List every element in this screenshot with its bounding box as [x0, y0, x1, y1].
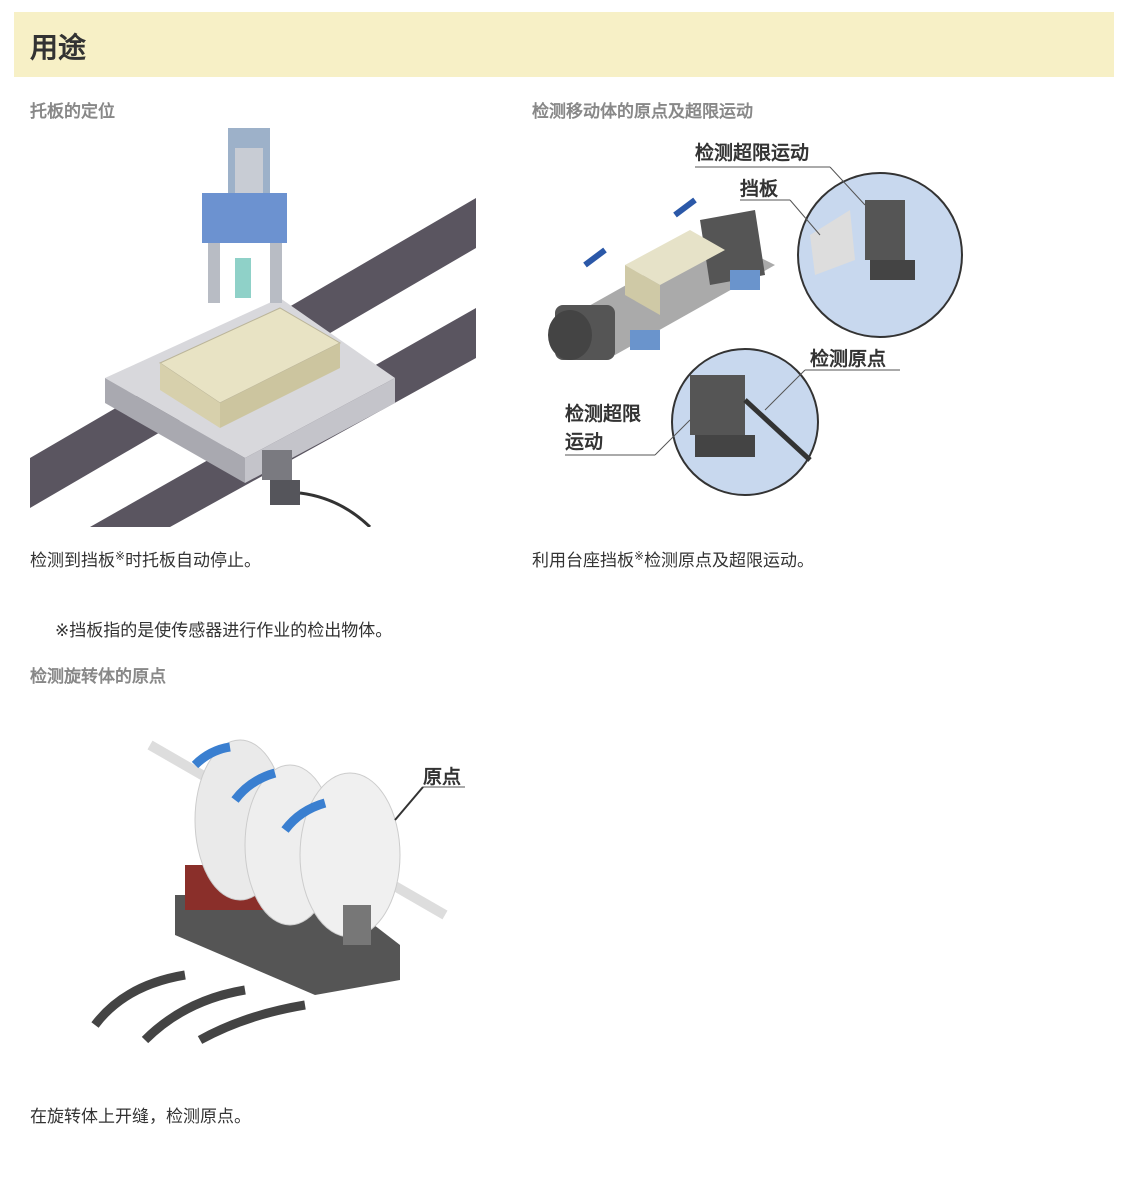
label-shutter: 挡板 [740, 177, 779, 200]
moving-body-illustration: 检测超限运动 挡板 检测原点 检测超限 运动 [548, 141, 963, 496]
rotating-body-illustration: 原点 [91, 739, 465, 1044]
label-origin: 检测原点 [810, 347, 886, 370]
label-over-bottom-2: 运动 [565, 431, 603, 453]
subtitle-moving: 检测移动体的原点及超限运动 [532, 102, 753, 122]
label-over-bottom-1: 检测超限 [565, 402, 641, 425]
caption-moving: 利用台座挡板※检测原点及超限运动。 [532, 549, 815, 571]
pallet-illustration [30, 128, 476, 527]
label-origin-rot: 原点 [423, 766, 461, 788]
subtitle-rotating: 检测旋转体的原点 [30, 667, 166, 687]
footnote: ※挡板指的是使传感器进行作业的检出物体。 [55, 621, 393, 641]
subtitle-pallet: 托板的定位 [30, 102, 115, 122]
caption-rotating: 在旋转体上开缝，检测原点。 [30, 1107, 251, 1127]
label-over-top: 检测超限运动 [695, 141, 809, 164]
section-header: 用途 [14, 12, 1114, 77]
page-title: 用途 [30, 31, 87, 64]
caption-pallet: 检测到挡板※时托板自动停止。 [30, 549, 262, 571]
